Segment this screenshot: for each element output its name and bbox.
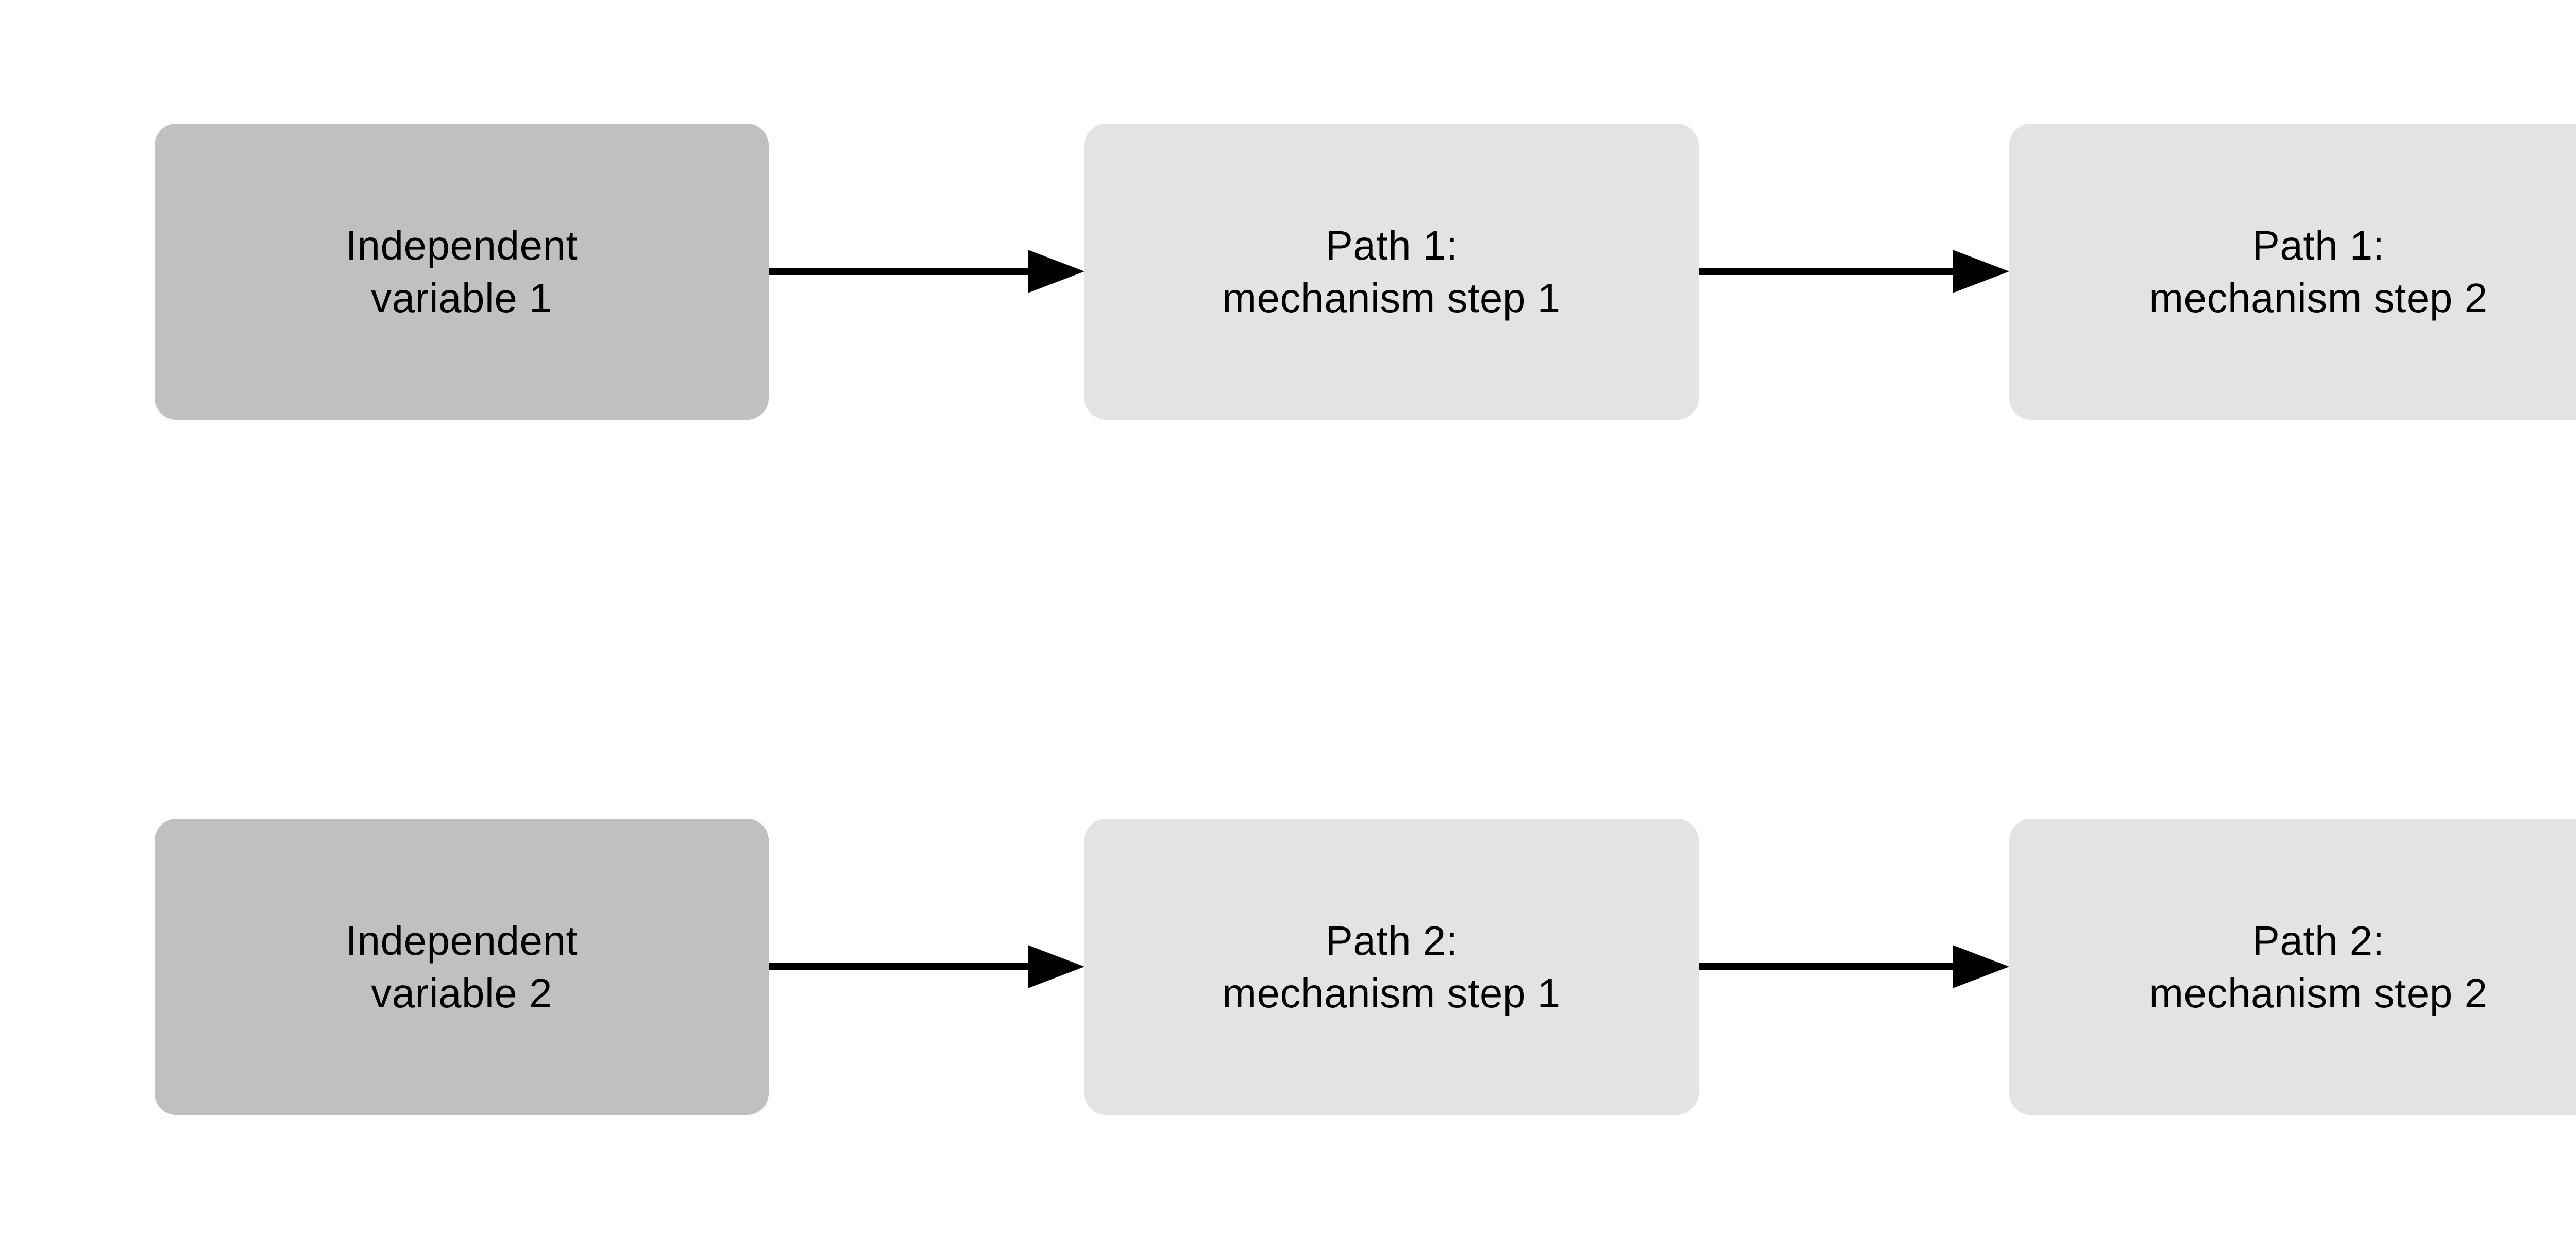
node-label-line: Path 2: — [1325, 917, 1458, 964]
arrowhead-icon — [1953, 945, 2009, 988]
node-path1-mechanism-step2: Path 1: mechanism step 2 — [2009, 124, 2576, 420]
node-label-line: variable 1 — [371, 274, 552, 321]
node-label-line: Independent — [345, 917, 578, 964]
node-label-line: mechanism step 1 — [1222, 970, 1561, 1016]
arrow-p1s1-to-p1s2 — [1698, 250, 2009, 293]
arrow-p2s1-to-p2s2 — [1698, 945, 2009, 988]
node-label-line: Path 1: — [2252, 222, 2385, 268]
node-label-line: Independent — [345, 222, 578, 268]
node-label-line: mechanism step 2 — [2149, 274, 2488, 321]
node-path1-mechanism-step1: Path 1: mechanism step 1 — [1084, 124, 1699, 420]
arrowhead-icon — [1028, 945, 1084, 988]
node-label-line: mechanism step 2 — [2149, 970, 2488, 1016]
arrow-iv2-to-p2s1 — [768, 945, 1084, 988]
node-label-line: Path 2: — [2252, 917, 2385, 964]
node-label-line: Path 1: — [1325, 222, 1458, 268]
arrowhead-icon — [1028, 250, 1084, 293]
arrowhead-icon — [1953, 250, 2009, 293]
node-path2-mechanism-step2: Path 2: mechanism step 2 — [2009, 819, 2576, 1115]
node-independent-variable-1: Independent variable 1 — [155, 124, 769, 420]
node-label-line: variable 2 — [371, 970, 552, 1016]
arrow-iv1-to-p1s1 — [768, 250, 1084, 293]
node-label-line: mechanism step 1 — [1222, 274, 1561, 321]
node-independent-variable-2: Independent variable 2 — [155, 819, 769, 1115]
node-path2-mechanism-step1: Path 2: mechanism step 1 — [1084, 819, 1699, 1115]
